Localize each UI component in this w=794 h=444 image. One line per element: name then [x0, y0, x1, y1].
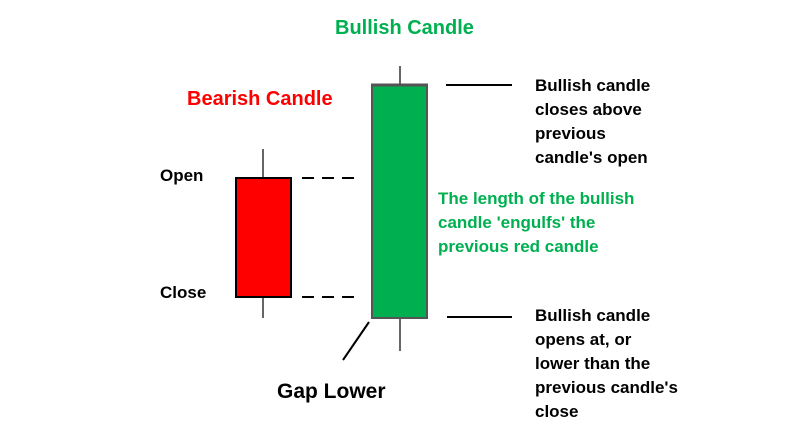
- close-label: Close: [160, 283, 207, 302]
- note-top-line: candle's open: [535, 148, 648, 167]
- bullish-candle-body: [371, 84, 428, 319]
- note-bottom-line: Bullish candle: [535, 306, 651, 325]
- note-bottom-line: opens at, or: [535, 330, 632, 349]
- note-top-line: previous: [535, 124, 606, 143]
- note-top: Bullish candle closes above previous can…: [535, 74, 650, 170]
- note-middle-line: The length of the bullish: [438, 189, 635, 208]
- note-top-line: closes above: [535, 100, 642, 119]
- note-top-line: Bullish candle: [535, 76, 651, 95]
- note-bottom-line: close: [535, 402, 579, 421]
- note-middle: The length of the bullish candle 'engulf…: [438, 187, 634, 259]
- note-bottom-line: previous candle's: [535, 378, 678, 397]
- open-label: Open: [160, 166, 204, 185]
- note-middle-line: candle 'engulfs' the: [438, 213, 596, 232]
- gap-pointer-line: [342, 321, 370, 361]
- gap-lower-label: Gap Lower: [277, 380, 386, 403]
- note-bottom: Bullish candle opens at, or lower than t…: [535, 304, 678, 424]
- note-bottom-line: lower than the: [535, 354, 651, 373]
- bearish-candle-body: [235, 177, 292, 298]
- bullish-title: Bullish Candle: [335, 17, 474, 39]
- note-middle-line: previous red candle: [438, 237, 599, 256]
- bearish-title: Bearish Candle: [187, 88, 333, 110]
